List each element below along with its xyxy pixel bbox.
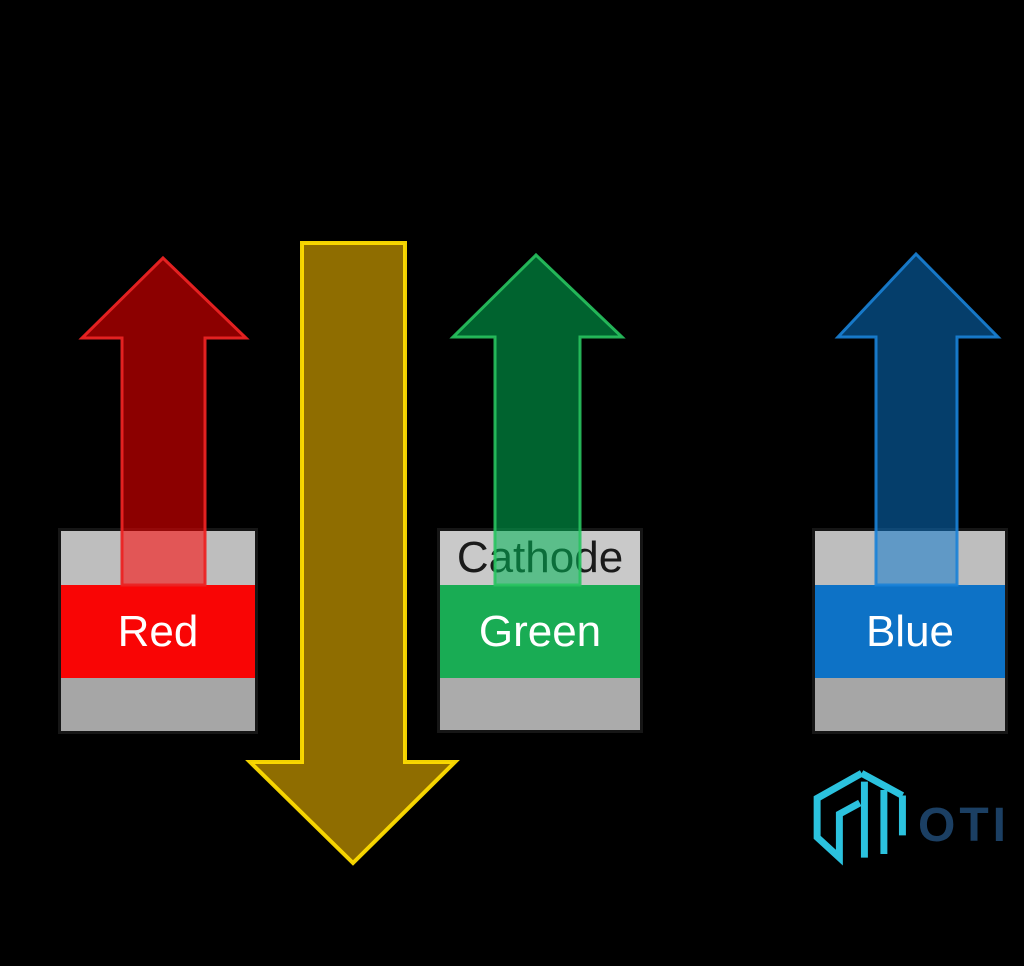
blue-stack-cathode-bar [815,531,1005,585]
green-stack-substrate-bar [440,678,640,730]
red-emitter-layer: Red [61,585,255,678]
blue-emitter-layer: Blue [815,585,1005,678]
green-emitter-label: Green [478,606,602,656]
oti-logo: OTI [806,764,1024,874]
red-stack-cathode-bar [61,531,255,585]
blue-stack-substrate-bar [815,678,1005,731]
blue-emitter-label: Blue [865,606,955,656]
oti-logo-text: OTI [918,799,1010,852]
green-stack-cathode-bar: Cathode [440,531,640,585]
red-stack-substrate-bar [61,678,255,731]
blue-pixel-stack: Blue [812,528,1008,734]
green-pixel-stack: Cathode Green [437,528,643,733]
green-emitter-layer: Green [440,585,640,678]
oti-logo-icon [813,770,906,866]
red-emitter-label: Red [117,606,199,656]
cathode-label: Cathode [456,533,624,582]
yellow-down-arrow [245,241,460,866]
red-pixel-stack: Red [58,528,258,734]
